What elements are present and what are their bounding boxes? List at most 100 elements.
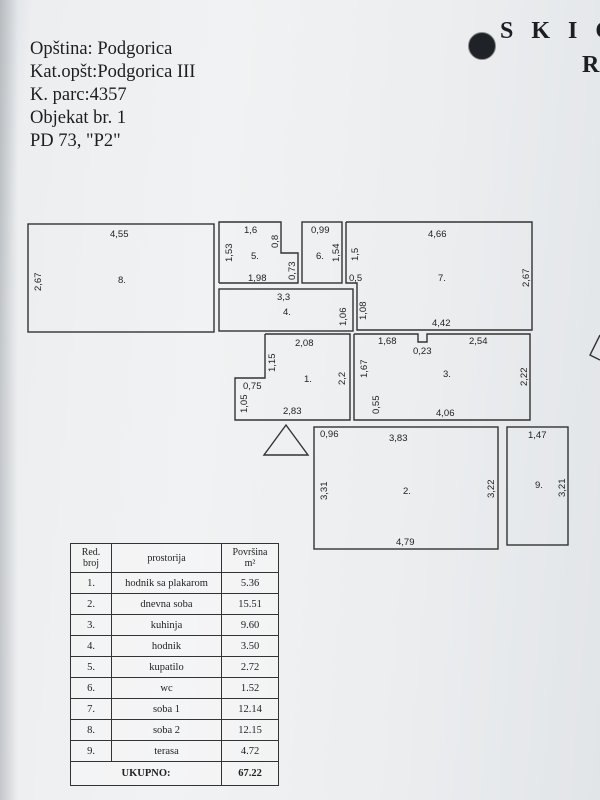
row-room: hodnik [111,635,222,657]
room-3-top-a: 1,68 [378,336,397,347]
room-1-left2: 1,05 [239,395,250,414]
room-8-width: 4,55 [110,229,129,240]
room-9-right: 3,21 [557,479,568,498]
room-1-bottom: 2,83 [283,406,302,417]
row-number: 4. [70,635,112,657]
row-number: 9. [70,740,112,762]
room-6-number: 6. [316,251,324,262]
room-2-outline [313,426,499,550]
room-2-top: 3,83 [389,433,408,444]
room-8-height: 2,67 [33,273,44,292]
punch-hole [468,32,496,60]
room-4-right2: 1,08 [358,302,369,321]
table-row: 5. kupatilo 2.72 [70,656,279,678]
row-number: 3. [70,614,112,636]
room-7-number: 7. [438,273,446,284]
room-8-outline [27,223,215,333]
room-7-left2: 0,5 [349,273,362,284]
row-number: 8. [70,719,112,741]
header-area: Površina m² [221,543,279,573]
room-7-outline [345,221,533,331]
room-5-notch: 0,8 [270,235,281,248]
room-7-right: 2,67 [521,269,532,288]
room-3: 1,68 0,23 2,54 1,67 0,55 3. 2,22 4,06 [353,333,531,421]
room-1-number: 1. [304,374,312,385]
room-7-left: 1,5 [350,248,361,261]
table-row: 3. kuhinja 9.60 [70,614,279,636]
edge-mark [589,334,600,361]
room-7-bottom: 4,42 [432,318,451,329]
room-5-number: 5. [251,251,259,262]
room-1-top: 2,08 [295,338,314,349]
header-room: prostorija [111,543,222,573]
row-room: kupatilo [111,656,222,678]
room-6-top: 0,99 [311,225,330,236]
room-3-outline [353,333,531,421]
header-number: Red. broj [70,543,112,573]
room-4-right: 1,06 [338,308,349,327]
row-area: 2.72 [221,656,279,678]
row-area: 3.50 [221,635,279,657]
room-5-left: 1,53 [224,244,235,263]
room-3-left: 1,67 [359,360,370,379]
document-title: S K I C [500,18,600,44]
room-6: 0,99 6. 1,54 [301,221,343,284]
room-3-bottom: 4,06 [436,408,455,419]
row-room: kuhinja [111,614,222,636]
room-3-number: 3. [443,369,451,380]
room-5-top: 1,6 [244,225,257,236]
header-municipality: Opština: Podgorica [30,39,173,59]
header-parcel: K. parc:4357 [30,85,127,105]
row-number: 5. [70,656,112,678]
room-9: 1,47 9. 3,21 [506,426,569,546]
room-9-top: 1,47 [528,430,547,441]
room-3-right: 2,22 [519,368,530,387]
table-total-row: UKUPNO: 67.22 [70,761,279,786]
entrance-triangle [262,423,310,456]
room-8: 4,55 2,67 8. [27,223,215,333]
row-number: 1. [70,572,112,594]
room-9-outline [506,426,569,546]
room-2-bottom: 4,79 [396,537,415,548]
header-object: Objekat br. 1 [30,108,127,128]
room-2-left: 3,31 [319,482,330,501]
room-5-outline [218,221,299,284]
room-2-right: 3,22 [486,480,497,499]
room-6-outline [301,221,343,284]
room-1-left: 1,15 [267,354,278,373]
room-5-right: 0,73 [287,262,298,281]
row-room: soba 2 [111,719,222,741]
total-label: UKUPNO: [70,761,222,786]
room-3-notch: 0,23 [413,346,432,357]
room-area-table: Red. broj prostorija Površina m² 1. hodn… [70,543,279,786]
row-room: soba 1 [111,698,222,720]
room-1: 2,08 1,15 0,75 1,05 1. 2,2 2,83 [234,333,351,421]
row-area: 9.60 [221,614,279,636]
room-3-top-b: 2,54 [469,336,488,347]
room-7-top: 4,66 [428,229,447,240]
document-title-line2: R [582,52,600,78]
room-4-outline [218,288,354,332]
row-number: 2. [70,593,112,615]
row-room: dnevna soba [111,593,222,615]
row-number: 6. [70,677,112,699]
row-room: wc [111,677,222,699]
room-4-number: 4. [283,307,291,318]
room-5: 1,6 1,53 5. 1,98 0,73 0,8 [218,221,299,284]
row-area: 15.51 [221,593,279,615]
room-4-top: 3,3 [277,292,290,303]
table-row: 7. soba 1 12.14 [70,698,279,720]
room-6-right: 1,54 [331,244,342,263]
room-2: 0,96 3,83 3,31 2. 3,22 4,79 [313,426,499,550]
room-2-corner: 0,96 [320,429,339,440]
row-area: 4.72 [221,740,279,762]
room-5-bottom: 1,98 [248,273,267,284]
total-value: 67.22 [221,761,279,786]
row-number: 7. [70,698,112,720]
row-room: hodnik sa plakarom [111,572,222,594]
room-7: 4,66 1,5 0,5 7. 2,67 4,42 [345,221,533,331]
header-unit: PD 73, "P2" [30,131,121,151]
room-9-number: 9. [535,480,543,491]
table-row: 4. hodnik 3.50 [70,635,279,657]
